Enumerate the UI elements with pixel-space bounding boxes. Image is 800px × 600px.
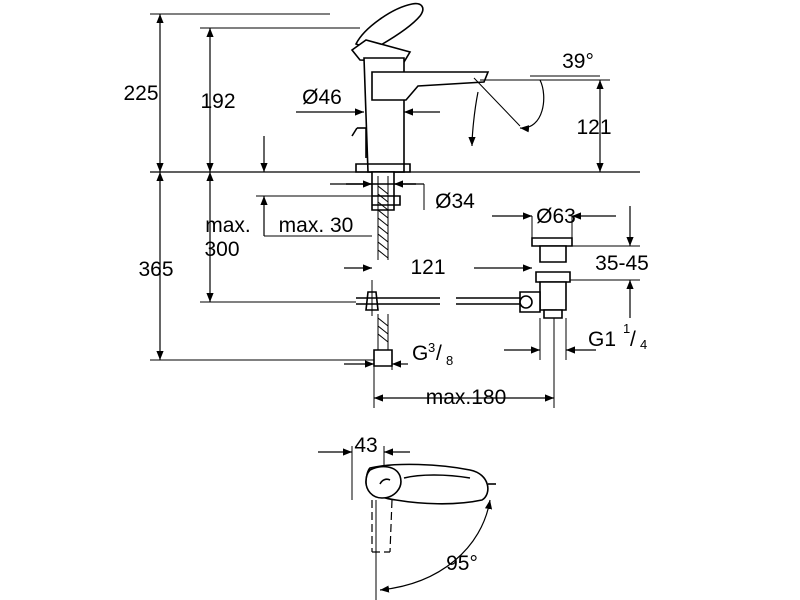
dim-225: 225 xyxy=(123,82,158,105)
dim-hose-thread-den: 8 xyxy=(446,353,453,368)
faucet-side-view xyxy=(350,2,490,173)
dim-192: 192 xyxy=(200,90,235,113)
waste-drain xyxy=(519,237,573,319)
dim-max-300: 300 xyxy=(204,238,239,261)
dim-max-180: max.180 xyxy=(426,386,507,409)
dim-waste-thread: G1 xyxy=(588,328,616,351)
mounting-shank xyxy=(346,171,416,260)
fraction-slash: / xyxy=(630,328,636,351)
dim-waste-thread-num: 1 xyxy=(623,321,630,336)
dim-365: 365 xyxy=(138,258,173,281)
dim-waste-range: 35-45 xyxy=(595,252,649,275)
dim-lever-angle: 39° xyxy=(562,50,594,73)
dim-tailpiece-reach: 121 xyxy=(410,256,445,279)
dim-max-label: max. xyxy=(205,214,251,237)
supply-hose xyxy=(373,314,393,367)
dim-rotation-angle: 95° xyxy=(446,552,478,575)
dim-spout-reach: 121 xyxy=(576,116,611,139)
dim-waste-diameter: Ø63 xyxy=(536,205,576,228)
faucet-top-view: 43 95° xyxy=(318,434,496,600)
dim-hose-thread: G xyxy=(412,342,428,365)
popup-rod xyxy=(356,280,520,316)
dim-waste-thread-den: 4 xyxy=(640,337,647,352)
dim-hole-diameter: Ø34 xyxy=(435,190,475,213)
dim-body-diameter: Ø46 xyxy=(302,86,342,109)
dim-hose-thread-num: 3 xyxy=(428,340,435,355)
dim-max-30: max. 30 xyxy=(279,214,354,237)
fraction-slash-2: / xyxy=(436,342,442,365)
dim-lever-offset: 43 xyxy=(354,434,377,457)
